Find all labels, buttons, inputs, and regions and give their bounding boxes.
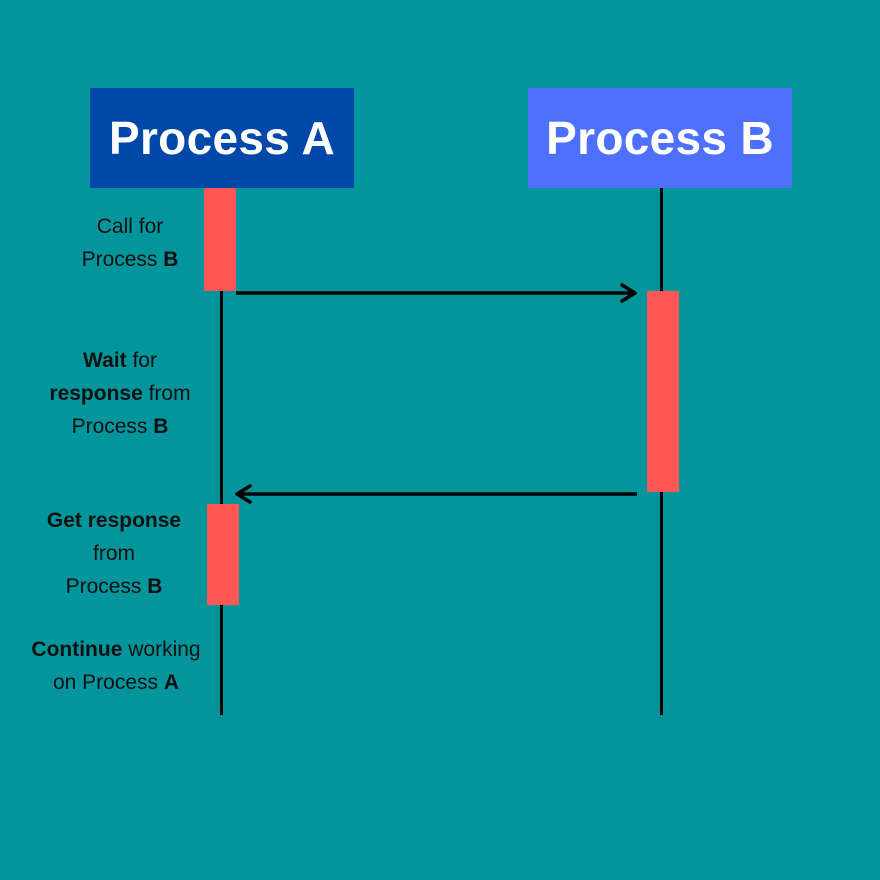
- activation-process-b-work: [647, 291, 679, 492]
- note-continue-working: Continue working on Process A: [31, 638, 201, 694]
- activation-process-a-response: [207, 504, 239, 605]
- lifeline-process-a: [220, 188, 223, 715]
- note-get-response: Get response from Process B: [46, 509, 182, 598]
- participant-process-a-label: Process A: [108, 112, 335, 164]
- activation-process-a-call: [204, 188, 236, 291]
- participant-process-a: Process A: [90, 88, 354, 188]
- message-response-arrow: [235, 484, 637, 504]
- participant-process-b: Process B: [528, 88, 792, 188]
- participant-process-b-label: Process B: [546, 112, 774, 164]
- note-call-for-process-b: Call for Process B: [81, 215, 179, 271]
- message-call-arrow: [236, 283, 637, 303]
- note-wait-for-response: Wait for response from Process B: [49, 349, 191, 438]
